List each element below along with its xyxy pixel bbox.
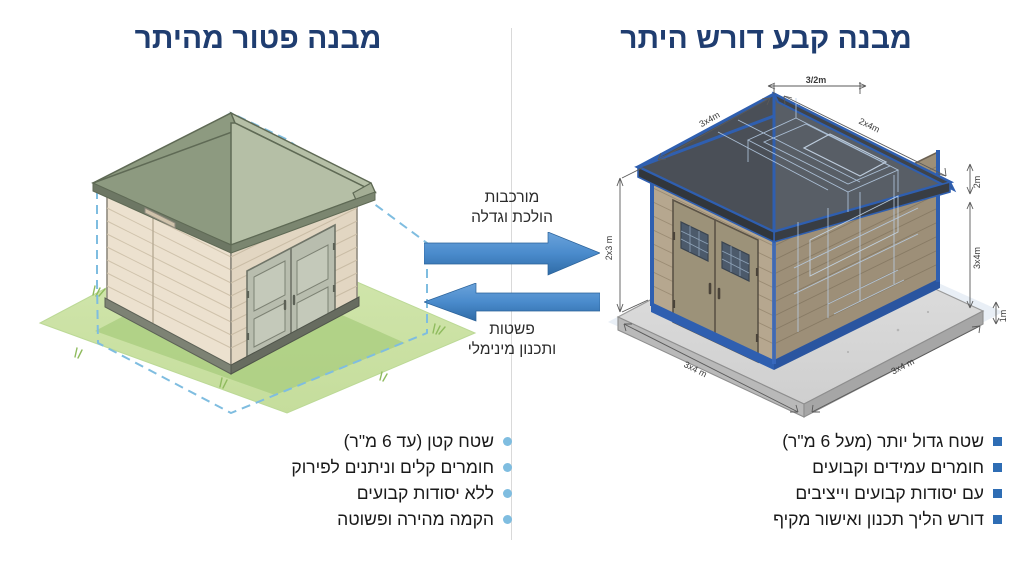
list-item: עם יסודות קבועים וייציבים [602, 480, 1002, 506]
permanent-bullet-list: שטח גדול יותר (מעל 6 מ"ר) חומרים עמידים … [602, 428, 1002, 532]
list-item-label: דורש הליך תכנון ואישור מקיף [773, 509, 984, 529]
arrow-top-label-line1: מורכבות [484, 189, 540, 206]
bullet-circle-icon [503, 436, 512, 446]
dim-eave-height-right: 2m [972, 176, 982, 189]
list-item-label: שטח גדול יותר (מעל 6 מ"ר) [782, 431, 984, 451]
grass-tufts [74, 285, 446, 389]
page-title-permanent: מבנה קבע דורש היתר [620, 22, 912, 55]
perm-shed-blue-trim [650, 150, 940, 370]
dim-slab-thickness-right: 1m [998, 310, 1008, 323]
bullet-square-icon [993, 514, 1002, 524]
dim-roof-top-width: 3/2m [806, 75, 827, 85]
permanent-shed-illustration: 3/2m 3x4m 2x4m 2m 3x4m 1m 2x3 m 3x4 m 3x… [598, 72, 1010, 422]
list-item: הקמה מהירה ופשוטה [132, 506, 512, 532]
wall-vent [144, 207, 176, 229]
arrow-bottom-label-line2: ותכנון מינימלי [467, 341, 557, 358]
permanent-shed-svg: 3/2m 3x4m 2x4m 2m 3x4m 1m 2x3 m 3x4 m 3x… [604, 75, 1008, 418]
shed-base-trim [104, 296, 360, 375]
perm-shed-roof [634, 91, 957, 244]
list-item-label: חומרים קלים וניתנים לפירוק [291, 457, 494, 477]
dashed-outline [96, 112, 428, 414]
arrow-to-permanent [423, 231, 601, 276]
panel-divider [511, 28, 512, 540]
list-item: חומרים עמידים וקבועים [602, 454, 1002, 480]
list-item: דורש הליך תכנון ואישור מקיף [602, 506, 1002, 532]
shed-doors [246, 223, 336, 359]
list-item: חומרים קלים וניתנים לפירוק [132, 454, 512, 480]
list-item-label: עם יסודות קבועים וייציבים [795, 483, 984, 503]
bullet-square-icon [993, 488, 1002, 498]
arrow-top-label: מורכבות הולכת וגדלה [427, 188, 597, 228]
bullet-square-icon [993, 462, 1002, 472]
perm-shed-doors [672, 198, 759, 364]
arrow-top-label-line2: הולכת וגדלה [471, 209, 553, 226]
exempt-shed-illustration [35, 95, 480, 415]
door-window-right [721, 241, 750, 282]
arrow-left-icon [422, 282, 601, 322]
arrow-to-exempt [422, 282, 601, 323]
dim-roof-right-slope: 2x4m [857, 116, 881, 135]
list-item-label: ללא יסודות קבועים [356, 483, 494, 503]
list-item-label: חומרים עמידים וקבועים [812, 457, 984, 477]
blueprint-overlay [717, 98, 919, 332]
bullet-circle-icon [503, 488, 512, 498]
arrow-bottom-label: פשטות ותכנון מינימלי [427, 320, 597, 360]
arrow-bottom-label-line1: פשטות [489, 321, 535, 338]
list-item: ללא יסודות קבועים [132, 480, 512, 506]
page-title-exempt: מבנה פטור מהיתר [134, 22, 382, 55]
dim-wall-height-left: 2x3 m [604, 236, 614, 261]
bullet-circle-icon [503, 462, 512, 472]
door-window-left [680, 221, 709, 262]
bullet-circle-icon [503, 514, 512, 524]
bullet-square-icon [993, 436, 1002, 446]
dimension-callouts [616, 82, 1000, 413]
list-item: שטח קטן (עד 6 מ"ר) [132, 428, 512, 454]
dim-wall-height-right: 3x4m [972, 247, 982, 269]
list-item-label: הקמה מהירה ופשוטה [337, 509, 494, 529]
exempt-shed-svg [38, 111, 477, 414]
list-item-label: שטח קטן (עד 6 מ"ר) [343, 431, 494, 451]
exempt-bullet-list: שטח קטן (עד 6 מ"ר) חומרים קלים וניתנים ל… [132, 428, 512, 532]
arrow-right-icon [423, 231, 601, 276]
list-item: שטח גדול יותר (מעל 6 מ"ר) [602, 428, 1002, 454]
